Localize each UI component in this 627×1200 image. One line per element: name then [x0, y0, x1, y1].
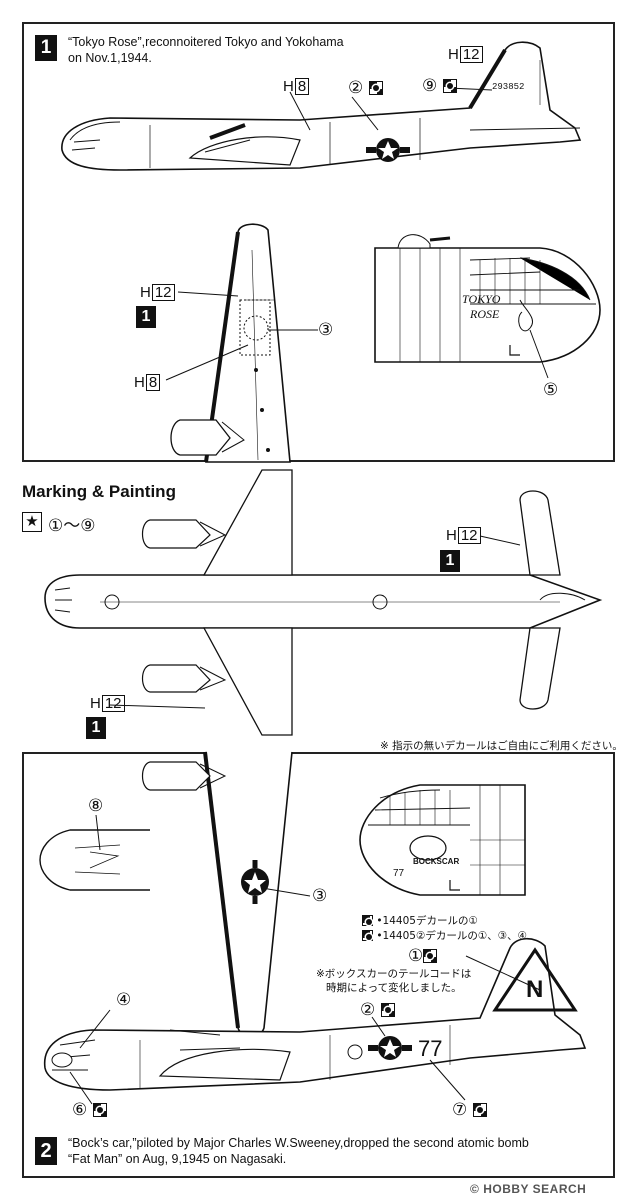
- decal-notice: ※ 指示の無いデカールはご自由にご利用ください。: [380, 740, 623, 752]
- decal-swatch-icon: [362, 915, 373, 926]
- decal-note-1: •14405デカールの①: [362, 913, 478, 928]
- decal-swatch-icon: [442, 79, 457, 93]
- callout-7-fuselage: ⑦: [452, 1100, 487, 1120]
- fuselage-number-77: 77: [418, 1036, 443, 1061]
- panel1-number-badge: 1: [35, 35, 57, 61]
- panel1-description-line2: on Nov.1,1944.: [68, 51, 152, 65]
- tail-code-note-line2: 時期によって変化しました。: [326, 982, 462, 994]
- decal-swatch-icon: [380, 1003, 395, 1017]
- callout-2-side: ②: [348, 78, 383, 98]
- callout-3-lower-wing: ③: [312, 886, 328, 906]
- callout-9-tail: ⑨: [422, 76, 457, 96]
- panel-bockscar: [22, 752, 615, 1178]
- decal-swatch-icon: [472, 1103, 487, 1117]
- plan-lower-badge-1: 1: [86, 717, 106, 739]
- decal-swatch-icon: [368, 81, 383, 95]
- decal-note-2: •14405②デカールの①、③、④: [362, 928, 527, 943]
- b29-side-view-tokyo-rose: [61, 41, 582, 171]
- panel1-description-line1: “Tokyo Rose”,reconnoitered Tokyo and Yok…: [68, 35, 344, 49]
- plan-upper-badge-1: 1: [440, 550, 460, 572]
- decal-swatch-icon: [362, 930, 373, 941]
- nose-number-77: 77: [393, 868, 405, 879]
- panel-tokyo-rose: [22, 22, 615, 462]
- tail-code-note-line1: ※ボックスカーのテールコードは: [316, 968, 472, 980]
- callout-8-tail-cone: ⑧: [88, 796, 104, 816]
- callout-2-bockscar: ②: [360, 1000, 395, 1020]
- callout-1-tail: ①: [408, 946, 438, 966]
- decal-swatch-icon: [423, 949, 438, 963]
- panel2-description-line1: “Bock’s car,”piloted by Major Charles W.…: [68, 1136, 529, 1150]
- b29-wing-plan-view: [165, 223, 318, 463]
- nose-art-text-line2: ROSE: [470, 307, 500, 321]
- panel2-number-badge: 2: [35, 1137, 57, 1165]
- marking-star-icon: ★: [22, 512, 42, 532]
- callout-5-nose: ⑤: [543, 380, 559, 400]
- callout-4-nose: ④: [116, 990, 132, 1010]
- nose-art-bockscar: BOCKSCAR: [413, 857, 460, 866]
- nose-art-text-line1: TOKYO: [462, 292, 501, 306]
- decal-swatch-icon: [92, 1103, 107, 1117]
- nose-detail-tokyo-rose: [374, 234, 601, 379]
- tail-serial-text: 293852: [492, 82, 525, 92]
- panel2-description-line2: “Fat Man” on Aug, 9,1945 on Nagasaki.: [68, 1152, 287, 1166]
- hobby-search-watermark: © HOBBY SEARCH: [470, 1182, 587, 1196]
- callout-3-wing: ③: [318, 320, 334, 340]
- callout-6-nose: ⑥: [72, 1100, 107, 1120]
- tail-letter-n: N: [526, 976, 544, 1003]
- marking-painting-title: Marking & Painting: [22, 482, 176, 501]
- wing-badge-1: 1: [136, 306, 156, 328]
- marking-range: ①～⑨: [48, 516, 96, 536]
